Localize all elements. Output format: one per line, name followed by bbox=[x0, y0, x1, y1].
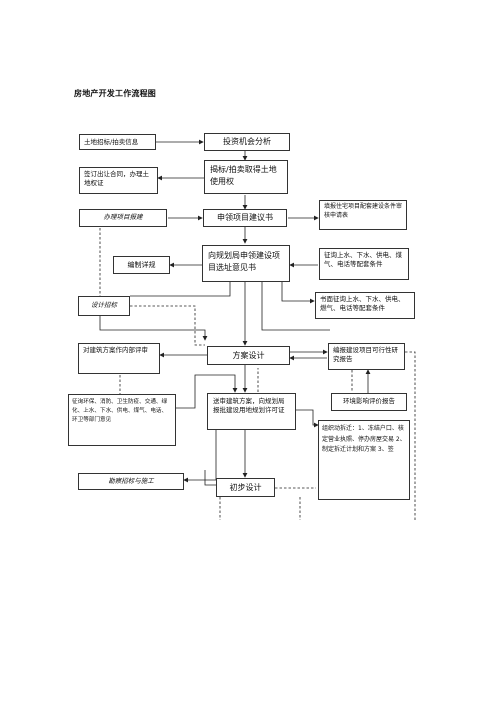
report-app-box: 填报住宅项目配套建设条件审核申请表 bbox=[319, 200, 407, 230]
dashed-feasibility-right bbox=[405, 351, 416, 520]
survey-bid-box: 勘察招标与施工 bbox=[78, 473, 184, 490]
inquiry-box: 书面征询上水、下水、供电、燃气、电话等配套条件 bbox=[315, 292, 415, 319]
investment-analysis-box: 投资机会分析 bbox=[204, 133, 290, 151]
arrow-submit-to-relocation bbox=[296, 409, 319, 428]
arrow-opinions-to-submit bbox=[176, 374, 238, 409]
submit-approval-box: 送审建筑方案，向规划局报批建设用地规划许可证 bbox=[207, 393, 296, 430]
arrow-opinion-to-inquiry bbox=[281, 282, 315, 304]
planning-detail-text: 编制详规 bbox=[127, 260, 156, 269]
planning-detail-box: 编制详规 bbox=[113, 256, 170, 274]
feasibility-box: 编报建设项目可行性研究报告 bbox=[328, 343, 405, 370]
scheme-design-box: 方案设计 bbox=[207, 346, 290, 365]
sign-contract-box: 签订出让合同，办理土地权证 bbox=[79, 167, 158, 194]
preliminary-design-box: 初步设计 bbox=[216, 478, 275, 497]
report-app-text: 填报住宅项目配套建设条件审核申请表 bbox=[324, 203, 403, 219]
bid-acquire-box: 揭标/拍卖取得土地使用权 bbox=[204, 160, 288, 194]
page-title: 房地产开发工作流程图 bbox=[74, 89, 156, 98]
scheme-design-text: 方案设计 bbox=[232, 350, 265, 360]
apply-proposal-text: 申领项目建议书 bbox=[217, 213, 273, 223]
project-approval-text: 办理项目报建 bbox=[103, 213, 143, 222]
investment-analysis-text: 投资机会分析 bbox=[223, 137, 271, 147]
opinions-box: 征询环保、消防、卫生防疫、交通、绿化、上水、下水、供电、煤气、电话、环卫等部门意… bbox=[68, 394, 176, 446]
land-info-text: 土地招标/拍卖信息 bbox=[84, 138, 139, 146]
inquiry-text: 书面征询上水、下水、供电、燃气、电话等配套条件 bbox=[320, 295, 405, 313]
utilities-box: 征询上水、下水、供电、煤气、电话等配套条件 bbox=[319, 248, 409, 280]
arrow-designbid-to-scheme bbox=[99, 316, 208, 341]
survey-bid-text: 勘察招标与施工 bbox=[108, 476, 154, 485]
preliminary-design-text: 初步设计 bbox=[229, 482, 262, 492]
design-bid-text: 设计招标 bbox=[91, 301, 117, 310]
arrow-submit-to-survey bbox=[183, 430, 217, 483]
env-impact-box: 环境影响评价报告 bbox=[331, 393, 407, 411]
project-approval-box: 办理项目报建 bbox=[79, 209, 167, 227]
planning-opinion-box: 向规划局申领建设项目选址意见书 bbox=[202, 245, 290, 282]
line-opinion-to-feasibility bbox=[261, 282, 330, 331]
feasibility-text: 编报建设项目可行性研究报告 bbox=[333, 346, 398, 364]
relocation-box: 组织动拆迁：1、冻结户口、核定营业执照、停办房屋交易 2、制定拆迁计划和方案 3… bbox=[318, 420, 410, 500]
bid-acquire-text: 揭标/拍卖取得土地使用权 bbox=[210, 165, 277, 186]
apply-proposal-box: 申领项目建议书 bbox=[203, 209, 287, 227]
dashed-designbid-to-scheme bbox=[130, 305, 205, 346]
line-survey-to-preliminary bbox=[204, 470, 216, 486]
land-info-box: 土地招标/拍卖信息 bbox=[79, 134, 156, 150]
opinions-text: 征询环保、消防、卫生防疫、交通、绿化、上水、下水、供电、煤气、电话、环卫等部门意… bbox=[72, 399, 168, 423]
relocation-text: 组织动拆迁：1、冻结户口、核定营业执照、停办房屋交易 2、制定拆迁计划和方案 3… bbox=[322, 425, 406, 453]
submit-approval-text: 送审建筑方案，向规划局报批建设用地规划许可证 bbox=[213, 397, 285, 415]
planning-opinion-text: 向规划局申领建设项目选址意见书 bbox=[208, 251, 280, 272]
internal-review-box: 对建筑方案作内部评审 bbox=[78, 343, 160, 374]
internal-review-text: 对建筑方案作内部评审 bbox=[83, 346, 148, 354]
utilities-text: 征询上水、下水、供电、煤气、电话等配套条件 bbox=[324, 251, 402, 269]
sign-contract-text: 签订出让合同，办理土地权证 bbox=[84, 170, 149, 188]
design-bid-box: 设计招标 bbox=[78, 296, 130, 316]
env-impact-text: 环境影响评价报告 bbox=[343, 397, 395, 406]
line-opinion-to-designbid bbox=[130, 282, 231, 297]
